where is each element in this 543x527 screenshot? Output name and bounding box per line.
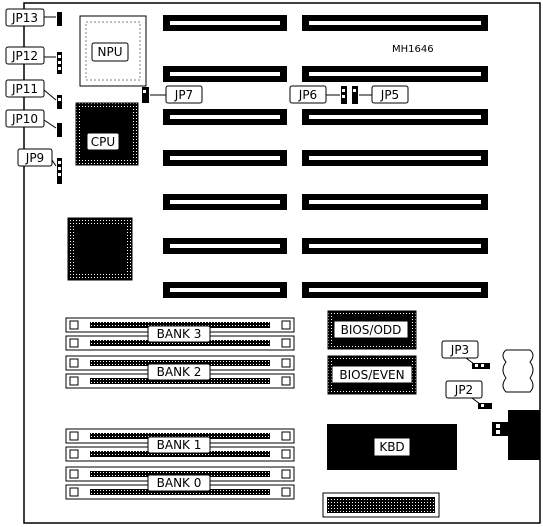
jp3-jumper: JP3 bbox=[441, 340, 490, 369]
jp13-label: JP13 bbox=[11, 11, 38, 25]
kbd-label: KBD bbox=[379, 440, 404, 454]
bank-2-label: BANK 2 bbox=[157, 365, 202, 379]
bank-3-label: BANK 3 bbox=[157, 327, 202, 341]
bank-1-label-box bbox=[147, 436, 211, 454]
jp2-jumper: JP2 bbox=[445, 380, 492, 409]
jp11-label: JP11 bbox=[11, 82, 38, 96]
memory-bank-2: BANK 2 bbox=[65, 355, 295, 389]
expansion-slot bbox=[302, 238, 488, 254]
bank-0-label-box bbox=[147, 474, 211, 492]
expansion-slot bbox=[302, 194, 488, 210]
expansion-slots-left bbox=[163, 15, 287, 298]
bios-even-label: BIOS/EVEN bbox=[339, 368, 404, 382]
bios-even-chip: BIOS/EVEN bbox=[327, 355, 417, 395]
expansion-slot bbox=[163, 194, 287, 210]
jp11-jumper: JP11 bbox=[5, 79, 62, 109]
memory-bank-1: BANK 1 bbox=[65, 428, 295, 462]
expansion-slot bbox=[163, 282, 287, 298]
bank-1-label: BANK 1 bbox=[157, 438, 202, 452]
expansion-slot bbox=[302, 282, 488, 298]
expansion-slot bbox=[302, 109, 488, 125]
jp12-jumper: JP12 bbox=[5, 46, 62, 74]
jp6-jumper: JP6 bbox=[289, 85, 347, 104]
board-outline bbox=[23, 2, 541, 524]
memory-bank-3: BANK 3 bbox=[65, 317, 295, 351]
memory-bank-0: BANK 0 bbox=[65, 466, 295, 500]
bios-odd-label: BIOS/ODD bbox=[341, 323, 402, 337]
expansion-slot bbox=[163, 238, 287, 254]
expansion-slot bbox=[163, 15, 287, 31]
kbd-label-box bbox=[373, 437, 411, 457]
kbd-controller-chip: KBD bbox=[327, 424, 457, 470]
npu-label-box bbox=[91, 42, 129, 62]
battery bbox=[502, 349, 534, 393]
bank-2-label-box bbox=[147, 363, 211, 381]
cpu-label-box bbox=[86, 132, 120, 151]
jp6-label: JP6 bbox=[298, 88, 317, 102]
simm-socket bbox=[65, 446, 295, 462]
npu-label: NPU bbox=[98, 45, 123, 59]
jp9-label: JP9 bbox=[25, 151, 44, 165]
board-model-label: MH1646 bbox=[392, 44, 434, 55]
cpu-label: CPU bbox=[91, 135, 115, 149]
simm-socket bbox=[65, 373, 295, 389]
jp9-jumper: JP9 bbox=[17, 148, 62, 184]
jp7-label: JP7 bbox=[174, 88, 193, 102]
jp10-label: JP10 bbox=[11, 112, 38, 126]
jp2-label: JP2 bbox=[454, 383, 473, 397]
jp5-jumper: JP5 bbox=[352, 85, 409, 104]
simm-socket bbox=[65, 428, 295, 444]
bottom-connector bbox=[322, 492, 440, 518]
chipset-chip bbox=[67, 217, 133, 281]
bios-even-label-box bbox=[331, 365, 413, 384]
expansion-slot bbox=[302, 66, 488, 82]
expansion-slots-right bbox=[302, 15, 488, 298]
bank-3-label-box bbox=[147, 325, 211, 343]
cpu-chip: CPU bbox=[75, 102, 139, 166]
jp5-label: JP5 bbox=[380, 88, 399, 102]
jp12-label: JP12 bbox=[11, 49, 38, 63]
expansion-slot bbox=[302, 150, 488, 166]
expansion-slot bbox=[163, 109, 287, 125]
bios-odd-chip: BIOS/ODD bbox=[327, 310, 417, 350]
jp7-jumper: JP7 bbox=[142, 85, 203, 104]
expansion-slot bbox=[163, 66, 287, 82]
jp13-jumper: JP13 bbox=[5, 8, 62, 27]
bank-0-label: BANK 0 bbox=[157, 476, 202, 490]
expansion-slot bbox=[163, 150, 287, 166]
jp10-jumper: JP10 bbox=[5, 109, 62, 137]
jp3-label: JP3 bbox=[450, 343, 469, 357]
keyboard-connector bbox=[492, 410, 540, 460]
expansion-slot bbox=[302, 15, 488, 31]
bios-odd-label-box bbox=[333, 320, 409, 339]
npu-socket: NPU bbox=[79, 15, 147, 87]
